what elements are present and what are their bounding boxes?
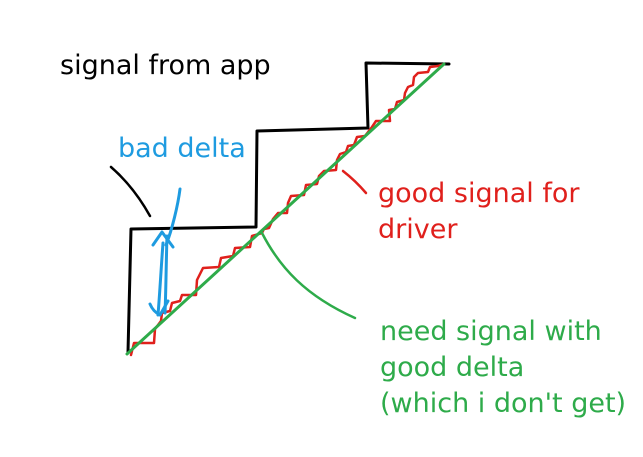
need-signal-pointer-curve — [260, 231, 357, 320]
bad-delta-label: bad delta — [118, 133, 246, 164]
need-signal-line-1: need signal with — [380, 316, 602, 347]
need-signal-line-2: good delta — [380, 352, 525, 383]
ideal-signal-diagonal — [125, 62, 446, 356]
good-signal-line-2: driver — [378, 214, 458, 245]
signal-from-app-label: signal from app — [60, 50, 271, 81]
bad-delta-arrow — [148, 187, 182, 317]
good-signal-pointer-line — [341, 169, 368, 195]
need-signal-line-3: (which i don't get) — [380, 388, 627, 419]
good-signal-line-1: good signal for — [378, 178, 580, 209]
app-signal-staircase — [126, 61, 451, 354]
good-signal-label: good signal for driver — [378, 176, 618, 248]
need-signal-label: need signal with good delta (which i don… — [380, 314, 640, 422]
bad-delta-pointer-line — [109, 165, 152, 218]
